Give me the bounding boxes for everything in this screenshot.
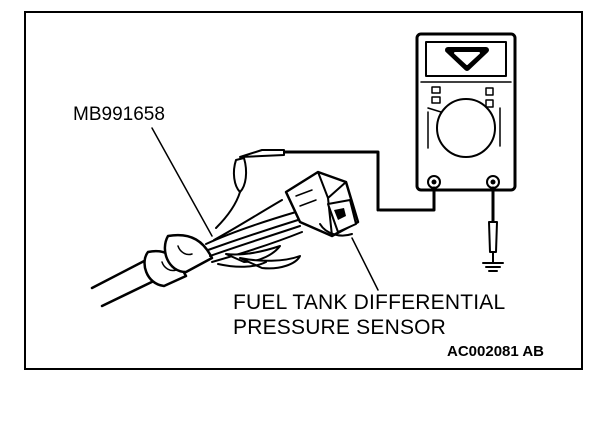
clip-probe-icon (215, 149, 285, 229)
ground-probe-icon (482, 186, 504, 272)
leader-line-tool (151, 127, 213, 237)
lead-wire-v (282, 150, 380, 212)
terminal-v-icon (486, 175, 500, 189)
sensor-label-line1: FUEL TANK DIFFERENTIAL (233, 291, 506, 314)
terminal-com-icon (427, 175, 441, 189)
range-switch-icon (431, 86, 494, 108)
ground-symbol-icon (482, 262, 504, 272)
lead-wire-com (378, 186, 436, 212)
selector-dial-icon (427, 98, 501, 158)
harness-icon (90, 199, 303, 308)
sensor-body-icon (319, 199, 357, 237)
tool-label: MB991658 (73, 104, 165, 125)
leader-line-sensor (351, 237, 379, 291)
figure-code: AC002081 AB (447, 343, 544, 360)
voltmeter-icon (415, 32, 517, 192)
display-v-symbol (445, 47, 489, 71)
sensor-label-line2: PRESSURE SENSOR (233, 316, 447, 339)
